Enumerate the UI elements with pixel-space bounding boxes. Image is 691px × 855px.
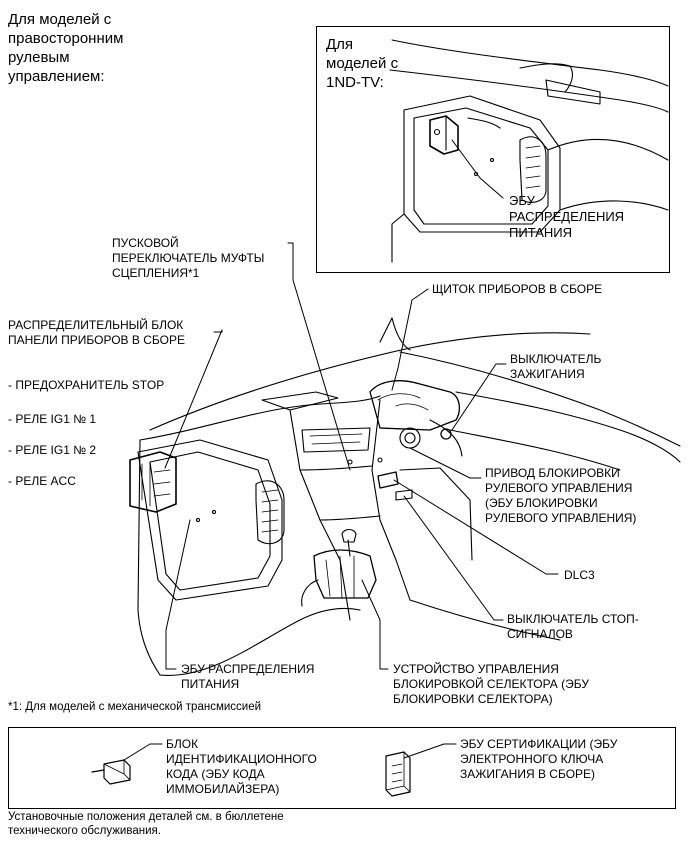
label-relay-ig1-1: - РЕЛЕ IG1 № 1 xyxy=(8,412,97,426)
label-shift-lock: УСТРОЙСТВО УПРАВЛЕНИЯ БЛОКИРОВКОЙ СЕЛЕКТ… xyxy=(393,662,589,706)
certification-ecu-icon xyxy=(385,751,411,797)
main-dashboard-drawing xyxy=(129,317,681,676)
label-power-dist-ecu: ЭБУ РАСПРЕДЕЛЕНИЯ ПИТАНИЯ xyxy=(181,662,315,691)
bottom-note: Установочные положения деталей см. в бюл… xyxy=(8,811,284,837)
label-clutch-switch: ПУСКОВОЙ ПЕРЕКЛЮЧАТЕЛЬ МУФТЫ СЦЕПЛЕНИЯ*1 xyxy=(112,236,265,280)
rhd-note: Для моделей с правосторонним рулевым упр… xyxy=(8,11,124,85)
legend-certification-label: ЭБУ СЕРТИФИКАЦИИ (ЭБУ ЭЛЕКТРОННОГО КЛЮЧА… xyxy=(460,737,618,781)
label-steering-lock: ПРИВОД БЛОКИРОВКИ РУЛЕВОГО УПРАВЛЕНИЯ (Э… xyxy=(485,466,637,525)
label-stop-lamp-switch: ВЫКЛЮЧАТЕЛЬ СТОП- СИГНАЛОВ xyxy=(507,612,639,641)
label-relay-ig1-2: - РЕЛЕ IG1 № 2 xyxy=(8,443,97,457)
label-dlc3: DLC3 xyxy=(564,568,595,582)
inset-dashboard-drawing xyxy=(389,39,669,263)
label-fuse-stop: - ПРЕДОХРАНИТЕЛЬ STOP xyxy=(8,378,165,392)
inset-box xyxy=(316,26,670,273)
label-relay-acc: - РЕЛЕ ACC xyxy=(8,474,76,488)
leader-lines xyxy=(123,139,559,761)
label-combination-meter: ЩИТОК ПРИБОРОВ В СБОРЕ xyxy=(432,282,603,296)
footnote: *1: Для моделей с механической трансмисс… xyxy=(8,701,262,713)
immobiliser-icon xyxy=(91,759,131,785)
inset-note: Для моделей с 1ND-TV: xyxy=(326,36,399,91)
legend-immobiliser-label: БЛОК ИДЕНТИФИКАЦИОННОГО КОДА (ЭБУ КОДА И… xyxy=(166,737,317,796)
legend-box xyxy=(8,727,676,809)
label-junction-block: РАСПРЕДЕЛИТЕЛЬНЫЙ БЛОК ПАНЕЛИ ПРИБОРОВ В… xyxy=(8,318,185,347)
label-ignition-switch: ВЫКЛЮЧАТЕЛЬ ЗАЖИГАНИЯ xyxy=(510,352,602,381)
